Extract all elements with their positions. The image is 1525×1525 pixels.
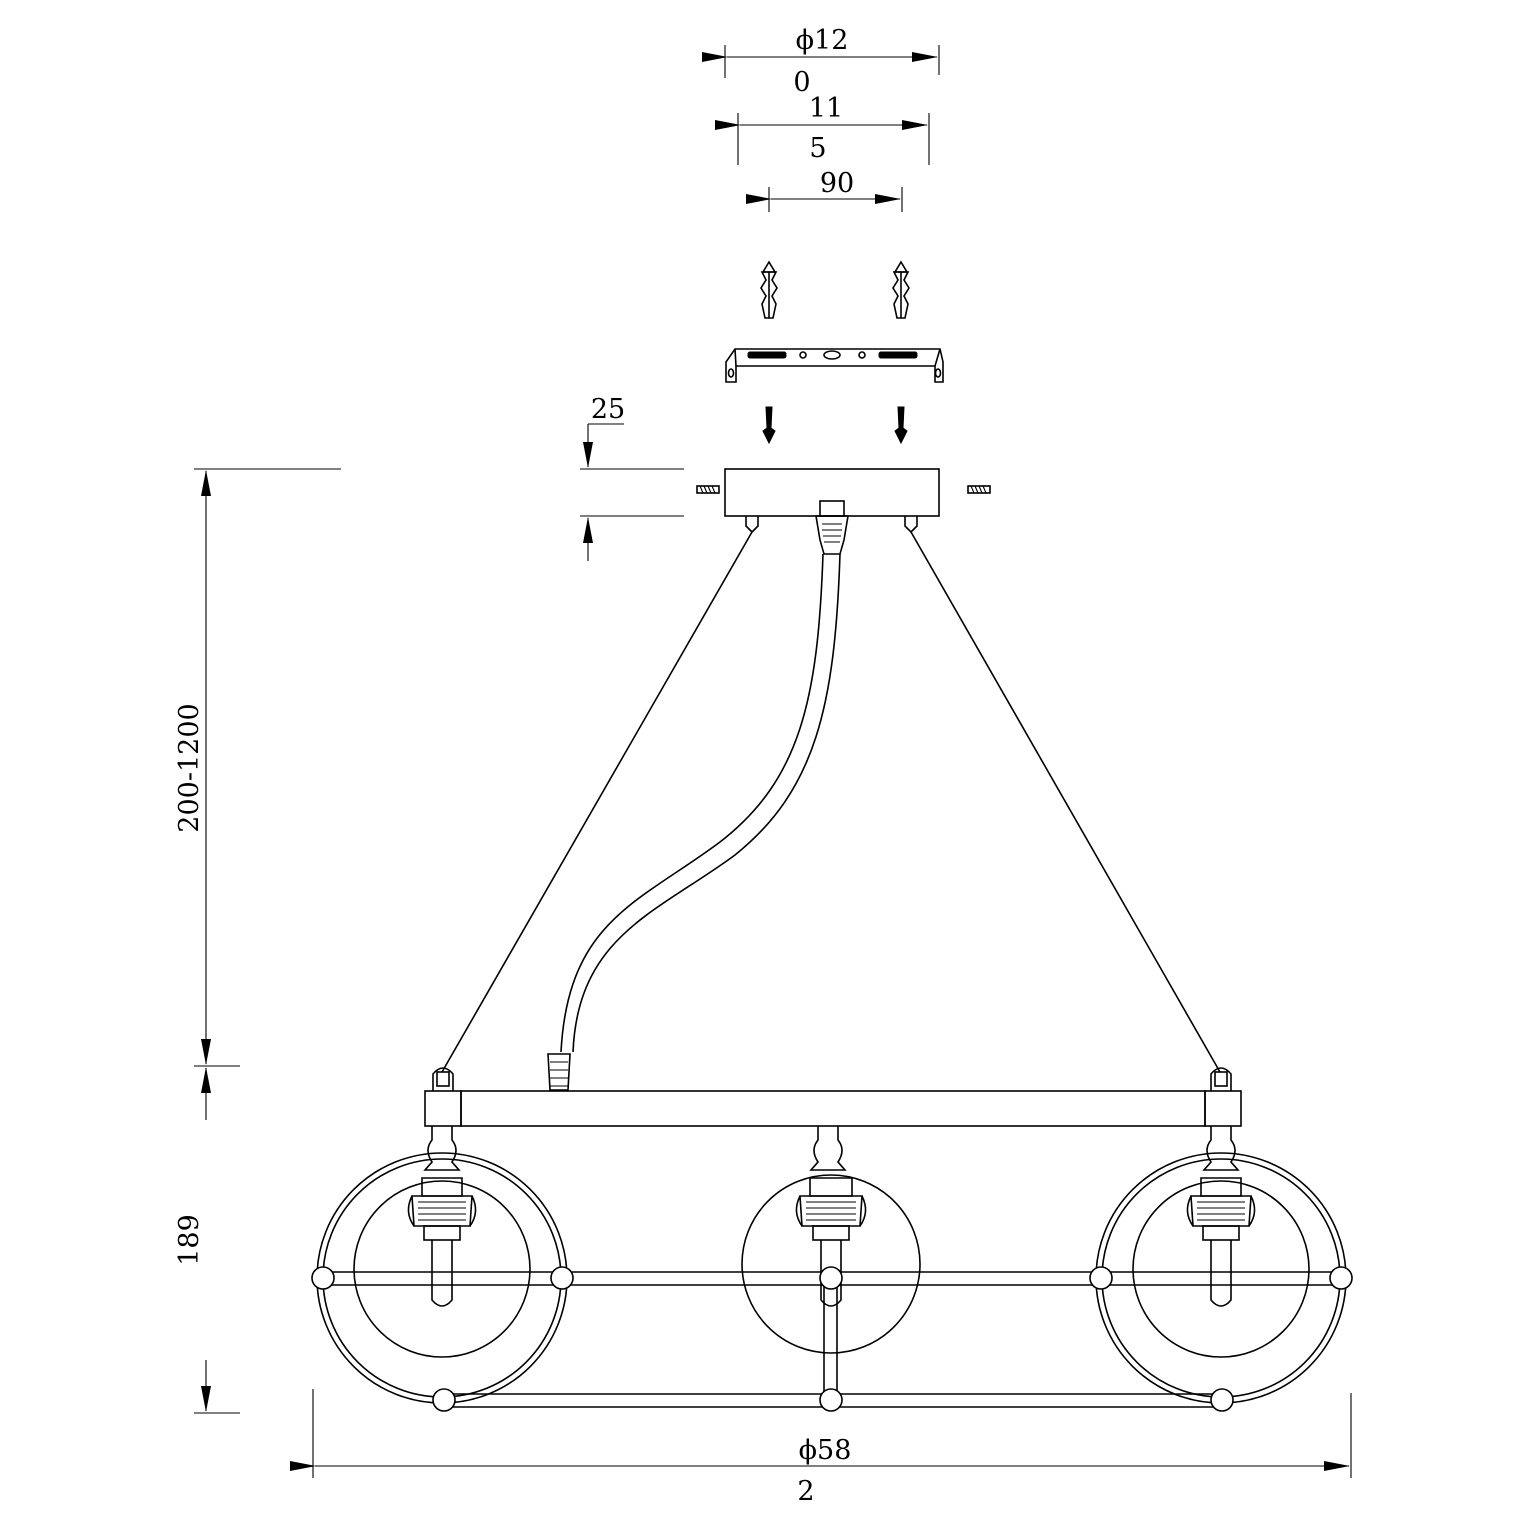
- wall-anchor-left: [760, 260, 778, 319]
- canopy-set-screw-right: [967, 485, 991, 494]
- dim-screw-spacing: 90: [746, 168, 903, 212]
- screw-right: [894, 406, 908, 445]
- screw-left: [762, 406, 776, 445]
- dim-canopy-diameter: ϕ12 0: [702, 25, 940, 98]
- shade-center: [741, 1126, 921, 1412]
- dim-overall-length-label: ϕ58: [799, 1435, 852, 1466]
- suspension-wires: [441, 531, 1221, 1073]
- horizontal-bar: [424, 1067, 1242, 1127]
- shade-right: [1089, 1126, 1353, 1412]
- dim-body-height: 189: [174, 1067, 240, 1414]
- power-cable: [547, 553, 841, 1091]
- dim-suspension-range-label: 200-1200: [174, 703, 205, 832]
- shade-left: [311, 1126, 574, 1412]
- dim-canopy-diameter-label-2: 0: [793, 67, 810, 98]
- socket-center: [795, 1126, 867, 1307]
- frame-rods: [323, 1271, 1341, 1408]
- dim-bracket-width-label: 11: [809, 93, 843, 124]
- dim-body-height-label: 189: [174, 1214, 205, 1266]
- dim-screw-spacing-label: 90: [820, 168, 854, 199]
- socket-left: [407, 1126, 477, 1307]
- wall-anchor-right: [892, 260, 910, 319]
- dim-bracket-width-label-2: 5: [809, 133, 826, 164]
- dim-canopy-height: 25: [580, 394, 684, 561]
- dim-overall-length-label-2: 2: [797, 1476, 814, 1507]
- dim-bracket-width: 11 5: [715, 93, 930, 165]
- canopy: [696, 468, 991, 555]
- canopy-set-screw-left: [696, 485, 720, 494]
- dim-canopy-height-label: 25: [591, 394, 625, 425]
- mounting-bracket: [725, 348, 944, 383]
- dim-overall-length: ϕ58 2: [290, 1389, 1352, 1507]
- dim-canopy-diameter-label: ϕ12: [796, 25, 849, 56]
- dim-suspension-range: 200-1200: [174, 468, 341, 1067]
- socket-right: [1186, 1126, 1256, 1307]
